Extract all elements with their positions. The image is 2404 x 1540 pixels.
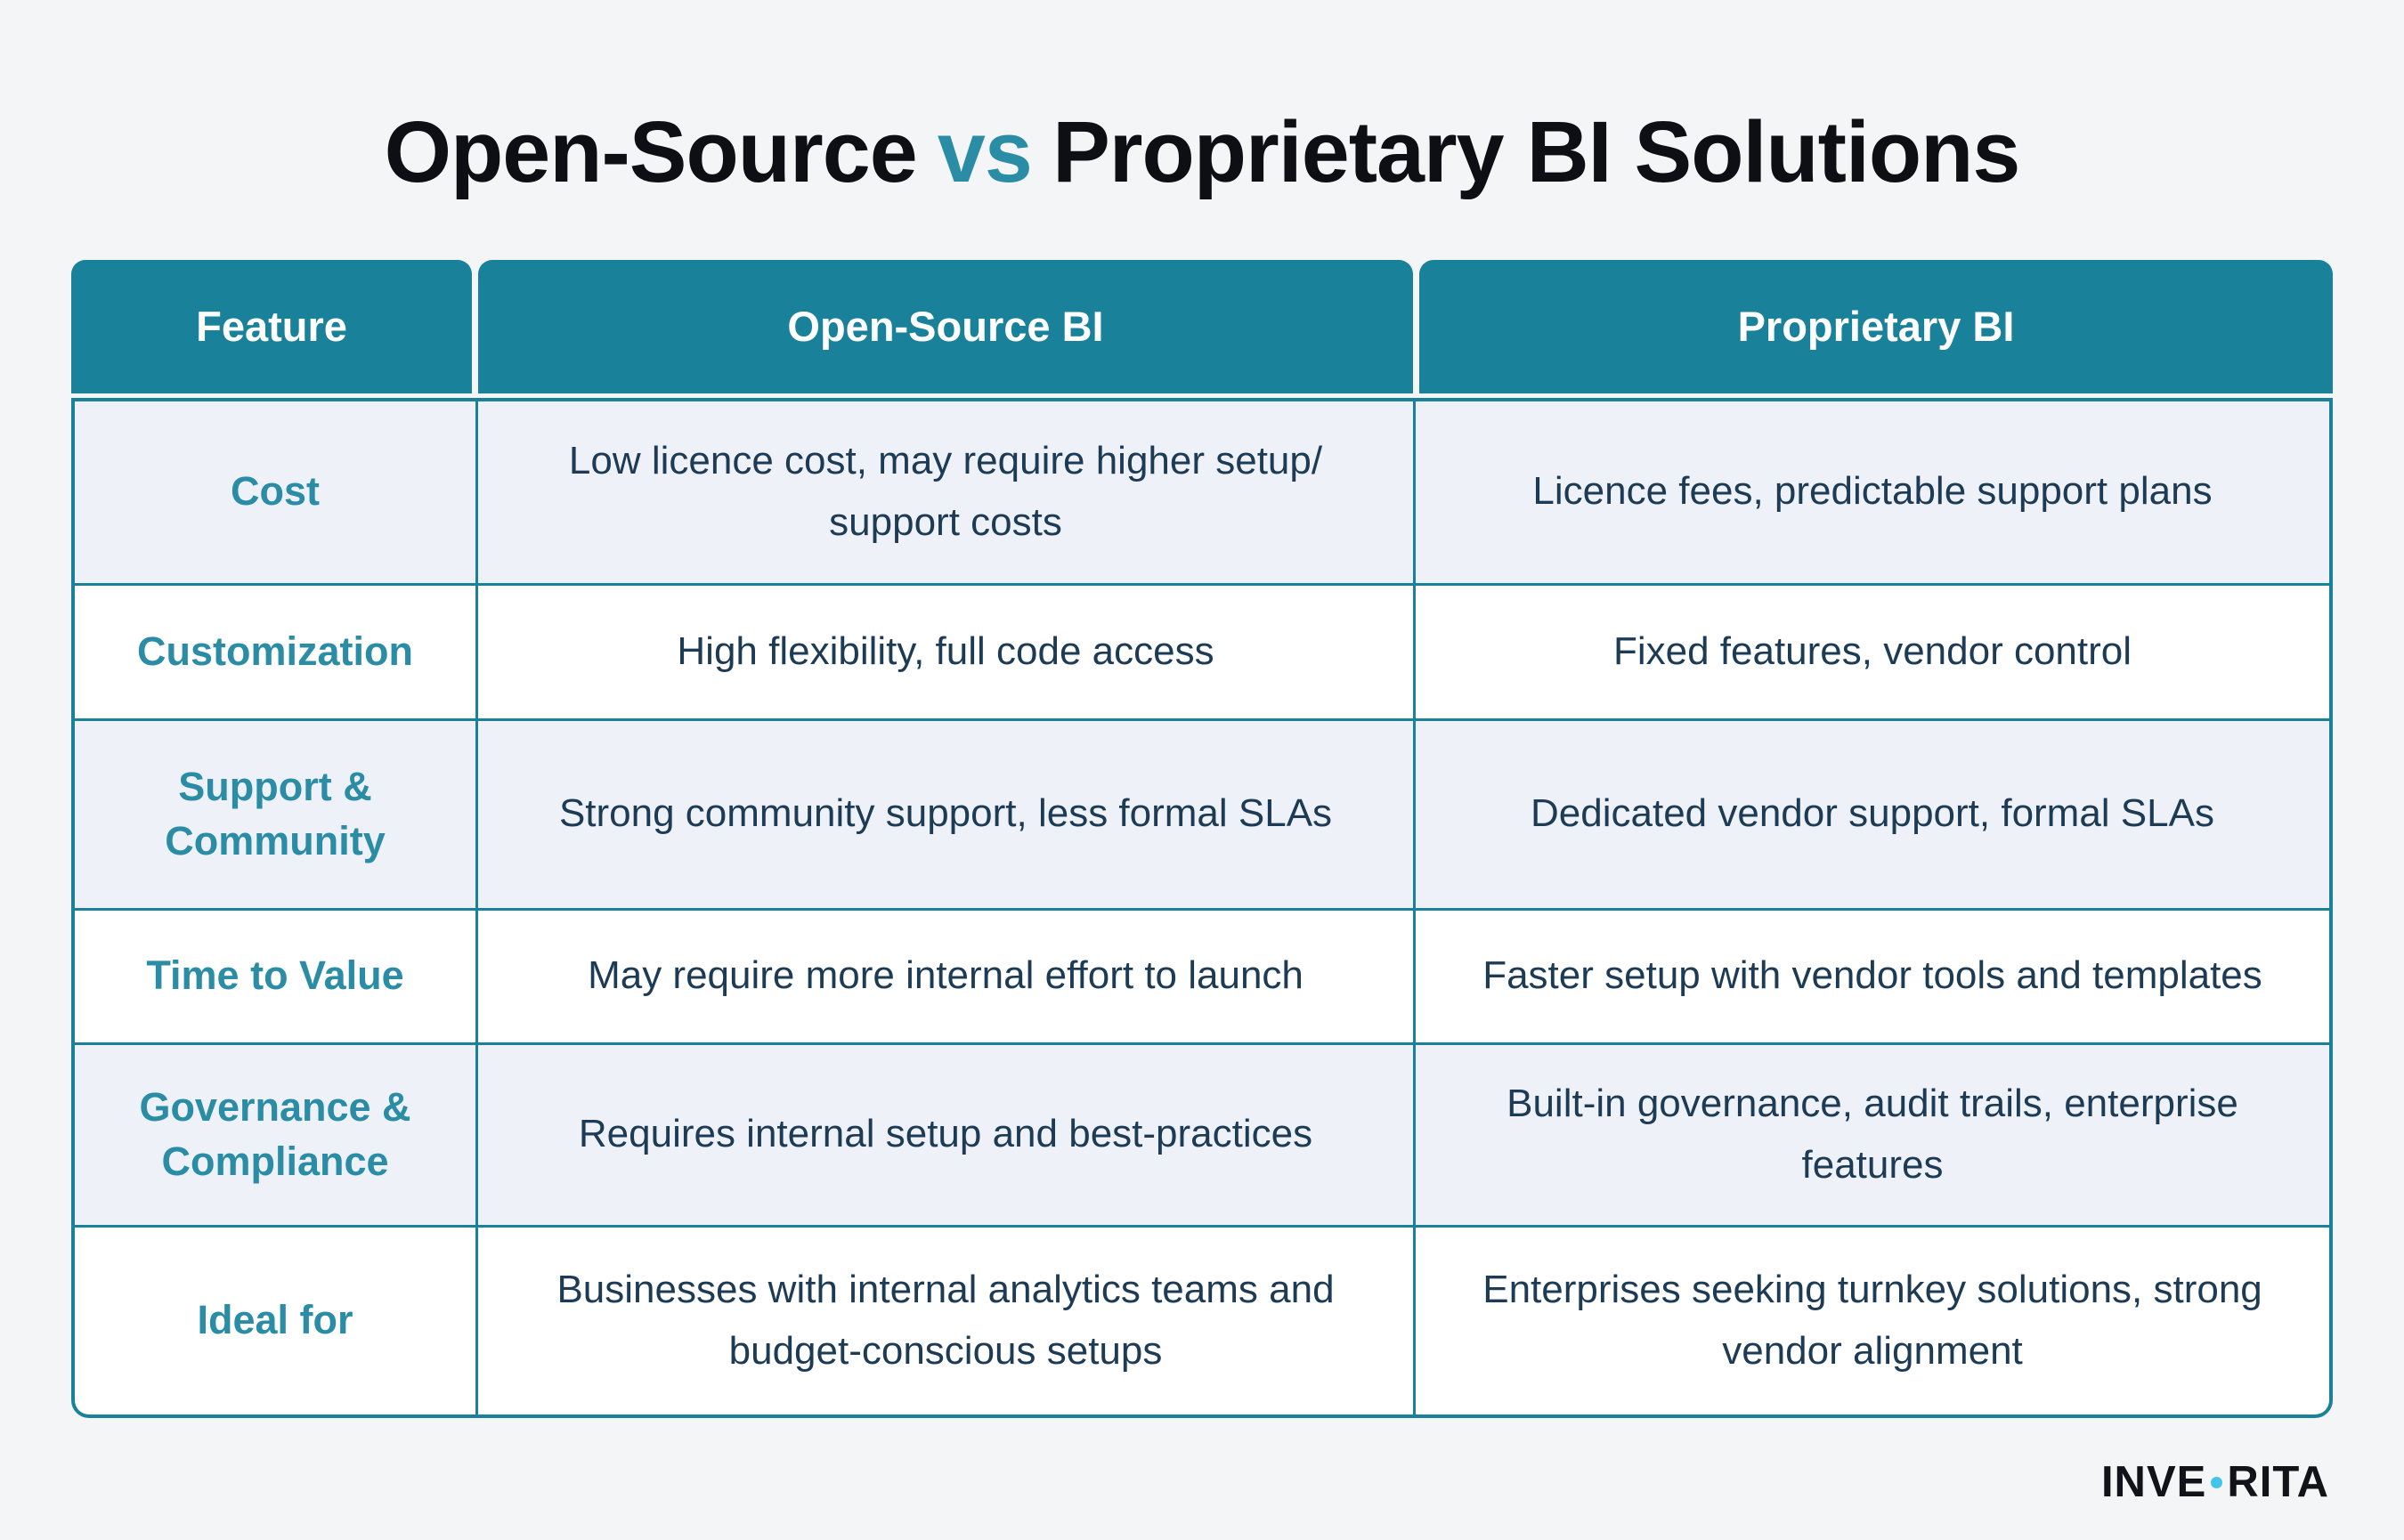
feature-cell-cost: Cost bbox=[75, 401, 475, 583]
open-source-cell-ideal-for: Businesses with internal analytics teams… bbox=[478, 1227, 1413, 1414]
title-part1: Open-Source bbox=[384, 102, 918, 200]
open-source-cell-cost: Low licence cost, may require higher set… bbox=[478, 401, 1413, 583]
open-source-cell-governance-compliance: Requires internal setup and best-practic… bbox=[478, 1044, 1413, 1225]
proprietary-cell-governance-compliance: Built-in governance, audit trails, enter… bbox=[1416, 1044, 2329, 1225]
header-open-source-bi: Open-Source BI bbox=[478, 259, 1413, 393]
feature-cell-customization: Customization bbox=[75, 585, 475, 718]
logo-dot-icon bbox=[2211, 1477, 2223, 1489]
feature-cell-support-community: Support & Community bbox=[75, 720, 475, 908]
open-source-cell-support-community: Strong community support, less formal SL… bbox=[478, 720, 1413, 908]
comparison-table: Feature Open-Source BI Proprietary BI Co… bbox=[71, 259, 2333, 1418]
title-vs-accent: vs bbox=[937, 102, 1033, 200]
open-source-cell-customization: High flexibility, full code access bbox=[478, 585, 1413, 718]
proprietary-cell-support-community: Dedicated vendor support, formal SLAs bbox=[1416, 720, 2329, 908]
proprietary-cell-cost: Licence fees, predictable support plans bbox=[1416, 401, 2329, 583]
feature-cell-time-to-value: Time to Value bbox=[75, 910, 475, 1042]
header-feature: Feature bbox=[71, 259, 472, 393]
title-part2: Proprietary BI Solutions bbox=[1052, 102, 2020, 200]
open-source-cell-time-to-value: May require more internal effort to laun… bbox=[478, 910, 1413, 1042]
proprietary-cell-ideal-for: Enterprises seeking turnkey solutions, s… bbox=[1416, 1227, 2329, 1414]
feature-cell-ideal-for: Ideal for bbox=[75, 1227, 475, 1414]
proprietary-cell-customization: Fixed features, vendor control bbox=[1416, 585, 2329, 718]
table-body: Cost Low licence cost, may require highe… bbox=[71, 397, 2333, 1418]
feature-cell-governance-compliance: Governance & Compliance bbox=[75, 1044, 475, 1225]
proprietary-cell-time-to-value: Faster setup with vendor tools and templ… bbox=[1416, 910, 2329, 1042]
table-header-row: Feature Open-Source BI Proprietary BI bbox=[71, 259, 2333, 393]
header-proprietary-bi: Proprietary BI bbox=[1419, 259, 2333, 393]
